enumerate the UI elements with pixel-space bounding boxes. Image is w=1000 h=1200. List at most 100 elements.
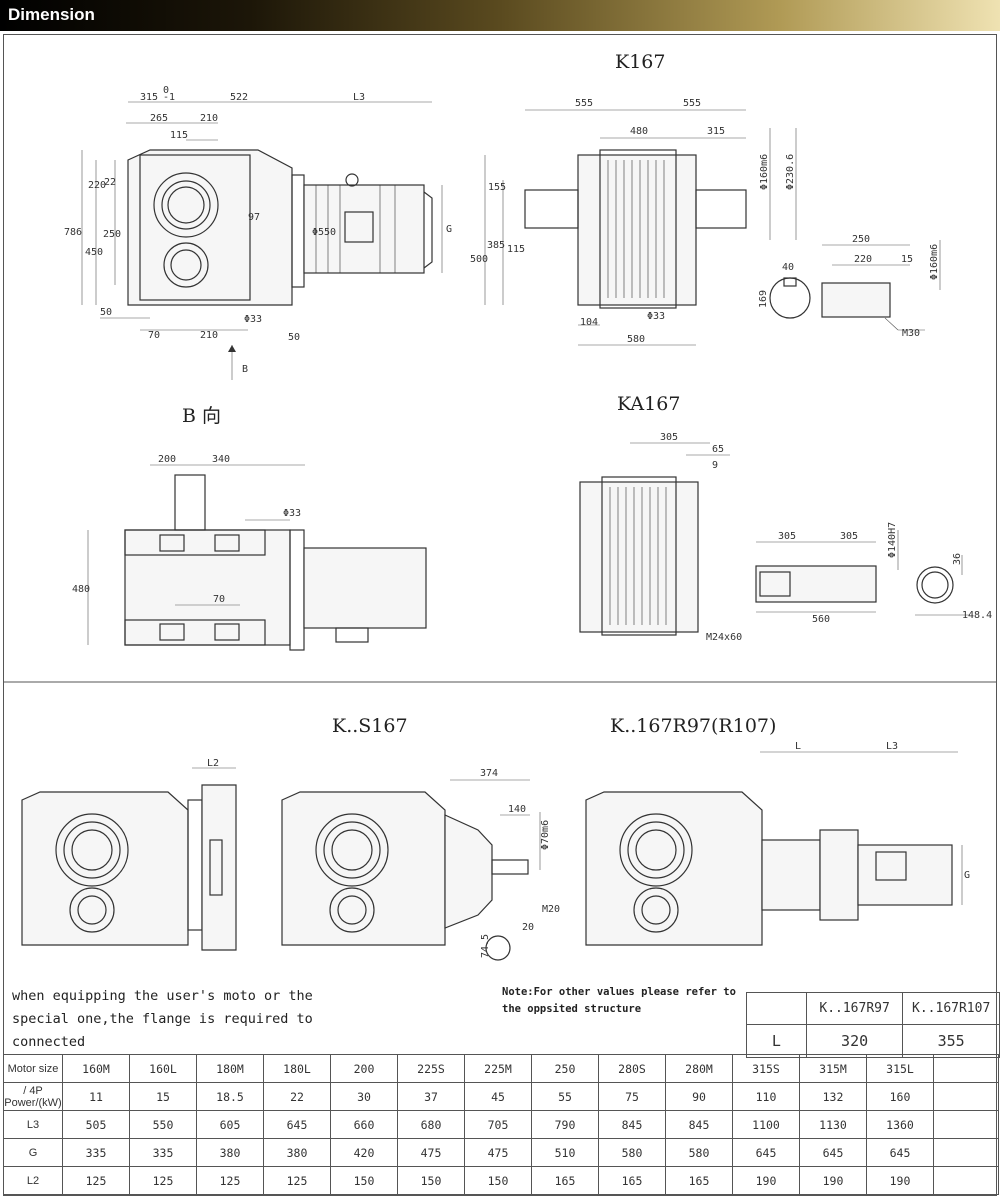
ratio-header-blank: [746, 992, 807, 1025]
dim-k167-220: 220: [88, 180, 106, 191]
ka167-title: KA167: [617, 393, 680, 415]
dim-ka-305b: 305: [778, 531, 796, 542]
l2-cell: 190: [866, 1166, 934, 1195]
dim-k167-210b: 210: [200, 330, 218, 341]
k167-shaft-detail: 250 220 15 Φ160m6 40 169 M30: [758, 234, 941, 339]
l3-cell: 550: [129, 1110, 197, 1139]
dim-ka-phi140: Φ140H7: [887, 522, 898, 558]
dim-front-580: 580: [627, 334, 645, 345]
drawing-frame: [3, 34, 997, 1196]
ratio-header-r107: K..167R107: [902, 992, 1000, 1025]
dim-b-200: 200: [158, 454, 176, 465]
dim-k167-786: 786: [64, 227, 82, 238]
dim-k167-g: G: [446, 224, 452, 235]
power-cell: 15: [129, 1082, 197, 1111]
dim-shaft-m30: M30: [902, 328, 920, 339]
g-cell: 645: [732, 1138, 800, 1167]
dim-shaft-15: 15: [901, 254, 913, 265]
g-cell: 335: [62, 1138, 130, 1167]
l2-cell: 165: [665, 1166, 733, 1195]
dim-k167-97: 97: [248, 212, 260, 223]
l3-cell: 505: [62, 1110, 130, 1139]
l3-cell: 1130: [799, 1110, 867, 1139]
dim-k167-315: 315: [140, 92, 158, 103]
dim-ks-74: 74.5: [480, 934, 491, 958]
dim-k167-phi550: Φ550: [312, 227, 336, 238]
l2-cell: 165: [598, 1166, 666, 1195]
power-cell: 55: [531, 1082, 599, 1111]
l3-cell: 660: [330, 1110, 398, 1139]
dim-front-385: 385: [487, 240, 505, 251]
dim-kr-l: L: [795, 741, 801, 752]
size-cell: 315L: [866, 1054, 934, 1083]
power-cell: 18.5: [196, 1082, 264, 1111]
dim-shaft-40: 40: [782, 262, 794, 273]
dim-k167-l3: L3: [353, 92, 365, 103]
g-cell: 380: [196, 1138, 264, 1167]
dim-ka-65: 65: [712, 444, 724, 455]
page-title: Dimension: [8, 5, 95, 24]
l3-cell: 845: [598, 1110, 666, 1139]
size-cell: 200: [330, 1054, 398, 1083]
dim-ks-phi70: Φ70m6: [540, 820, 551, 850]
dim-ks-m20: M20: [542, 904, 560, 915]
dim-ks-374: 374: [480, 768, 498, 779]
power-cell: 132: [799, 1082, 867, 1111]
l2-cell: 165: [531, 1166, 599, 1195]
row-label-size: Motor size: [3, 1054, 63, 1083]
dim-front-phi230: Φ230.6: [785, 154, 796, 190]
empty-cell: [933, 1082, 999, 1111]
dim-ka-36: 36: [952, 553, 963, 565]
size-cell: 160M: [62, 1054, 130, 1083]
dim-ka-305c: 305: [840, 531, 858, 542]
power-cell: 45: [464, 1082, 532, 1111]
l2-cell: 150: [464, 1166, 532, 1195]
k-side-view-1: L2: [21, 758, 237, 951]
l2-cell: 125: [263, 1166, 331, 1195]
l2-cell: 150: [330, 1166, 398, 1195]
dim-k167-210: 210: [200, 113, 218, 124]
dim-ka-148: 148.4: [962, 610, 992, 621]
l3-cell: 845: [665, 1110, 733, 1139]
dim-k167-250: 250: [103, 229, 121, 240]
dim-front-500: 500: [470, 254, 488, 265]
dim-k167-tol-lower: -1: [163, 92, 175, 103]
ratio-table: K..167R97 K..167R107 L 320 355: [746, 992, 1000, 1058]
b-view: 200 340 Φ33 480 70: [72, 454, 427, 651]
size-cell: 250: [531, 1054, 599, 1083]
dim-k167-22: 22: [104, 177, 116, 188]
power-cell: 30: [330, 1082, 398, 1111]
l3-cell: 705: [464, 1110, 532, 1139]
ratio-row-label: L: [746, 1024, 807, 1058]
g-cell: 645: [866, 1138, 934, 1167]
b-view-title: B 向: [182, 405, 221, 427]
dim-front-480: 480: [630, 126, 648, 137]
dim-shaft-250: 250: [852, 234, 870, 245]
table-row-g: G 335 335 380 380 420 475 475 510 580 58…: [3, 1138, 999, 1167]
dim-k167-522: 522: [230, 92, 248, 103]
l2-cell: 125: [129, 1166, 197, 1195]
size-cell: 225S: [397, 1054, 465, 1083]
dim-front-315: 315: [707, 126, 725, 137]
ka167-view: 305 65 9 305 305 Φ140H7 560 M24x60 36 14…: [579, 432, 992, 643]
l3-cell: 680: [397, 1110, 465, 1139]
motor-spec-table: Motor size 160M 160L 180M 180L 200 225S …: [3, 1054, 999, 1195]
g-cell: 475: [464, 1138, 532, 1167]
dim-front-phi33: Φ33: [647, 311, 665, 322]
g-cell: 335: [129, 1138, 197, 1167]
dim-shaft-220: 220: [854, 254, 872, 265]
dim-k167-265: 265: [150, 113, 168, 124]
dim-front-155: 155: [488, 182, 506, 193]
dim-k167-70: 70: [148, 330, 160, 341]
l2-cell: 125: [62, 1166, 130, 1195]
dim-front-555a: 555: [575, 98, 593, 109]
size-cell: 315M: [799, 1054, 867, 1083]
dim-ka-305: 305: [660, 432, 678, 443]
dim-front-115: 115: [507, 244, 525, 255]
dim-ka-560: 560: [812, 614, 830, 625]
dim-kr-g: G: [964, 870, 970, 881]
size-cell: 180L: [263, 1054, 331, 1083]
empty-cell: [933, 1110, 999, 1139]
k167-title: K167: [615, 51, 665, 73]
l3-cell: 1100: [732, 1110, 800, 1139]
